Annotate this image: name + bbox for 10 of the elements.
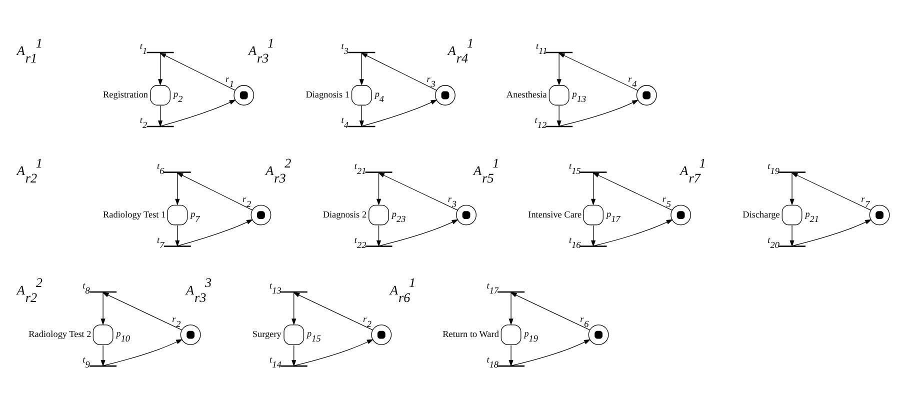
node-label: Diagnosis 2 xyxy=(322,208,367,219)
node-label: Anesthesia xyxy=(506,89,547,100)
node-label: Surgery xyxy=(252,328,282,339)
node-label: Discharge xyxy=(742,208,780,219)
node-label: Radiology Test 2 xyxy=(28,328,92,339)
node-label: Diagnosis 1 xyxy=(306,89,350,100)
node-label: Intensive Care xyxy=(528,208,582,219)
node-label: Return to Ward xyxy=(442,328,499,339)
node-label: Radiology Test 1 xyxy=(103,208,166,219)
node-label: Registration xyxy=(103,89,148,100)
